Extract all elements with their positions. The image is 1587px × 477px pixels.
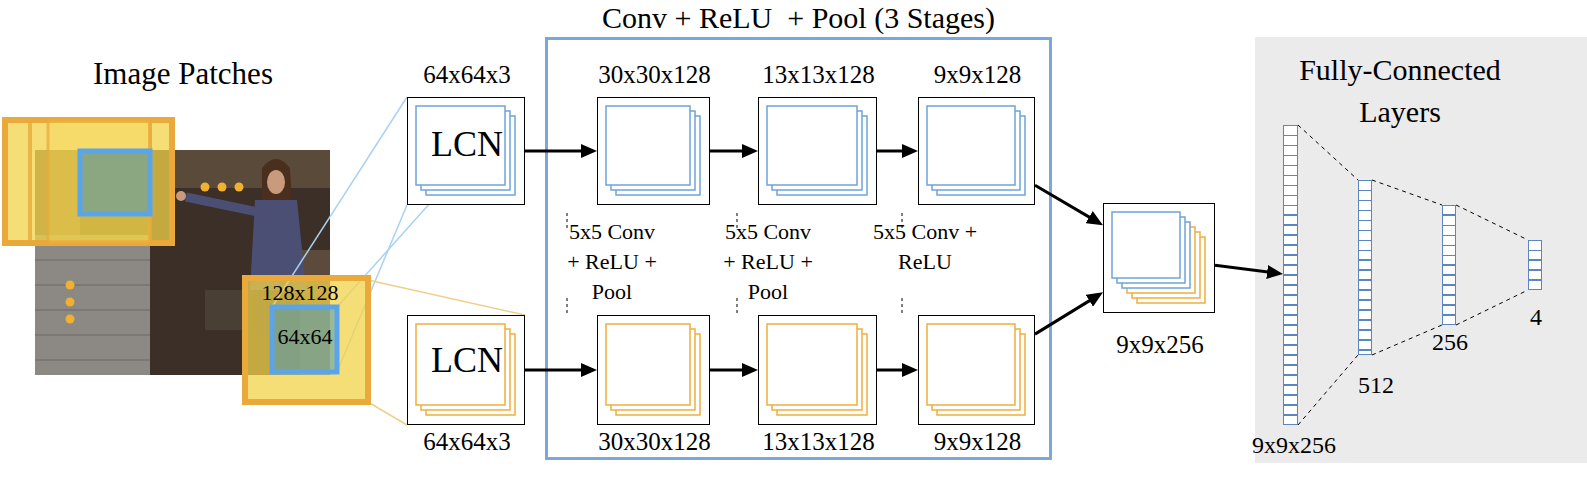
fc-connection: [1298, 125, 1358, 425]
cabinet: [170, 150, 330, 188]
flow-arrow: [525, 150, 587, 153]
fc-layer: 4: [1528, 240, 1542, 290]
feature-map: [927, 106, 1015, 185]
lcn-box: 64x64x3LCN: [407, 97, 525, 205]
feature-maps: [598, 316, 708, 423]
merged-feature-box: 9x9x256: [1103, 203, 1215, 313]
dot: [66, 315, 75, 324]
lcn-box: LCN64x64x3: [407, 315, 525, 425]
feature-map-box: 9x9x128: [918, 97, 1035, 205]
large-patch: [5, 120, 172, 243]
flow-arrow: [710, 150, 748, 153]
flow-arrow: [877, 369, 908, 372]
patch-overlays: [5, 120, 368, 402]
annotation-label: Image Patches: [83, 56, 283, 92]
feature-map-box: 30x30x128: [597, 315, 710, 425]
annotation-label: 5x5 Conv + ReLU: [869, 217, 981, 277]
brick-wall: [35, 235, 150, 375]
arm: [186, 197, 258, 212]
tick-line: [567, 213, 568, 229]
leader-line: [368, 280, 525, 315]
node-label: Conv + ReLU + Pool (3 Stages): [545, 0, 1052, 36]
hair: [262, 159, 292, 205]
node-label: 9x9x256: [1234, 431, 1354, 460]
feature-maps: [759, 98, 875, 203]
feature-map: [767, 324, 857, 405]
feature-maps: [598, 98, 708, 203]
flow-arrow: [1035, 185, 1094, 220]
feature-maps: [759, 316, 875, 423]
feature-map-box: 30x30x128: [597, 97, 710, 205]
ellipsis-dots: [66, 183, 244, 324]
node-label: 9x9x128: [889, 60, 1066, 90]
node-label: 64x64x3: [378, 60, 556, 90]
brick-lines: [35, 260, 150, 360]
leader-line: [368, 402, 407, 425]
fc-band: 9x9x256 512 256 4 Fully-Connected Layers: [1255, 37, 1587, 463]
feature-map: [1112, 212, 1180, 278]
feature-map: [606, 324, 690, 405]
node-label: LCN: [408, 339, 526, 382]
node-label: 512: [1346, 371, 1406, 400]
hand: [176, 191, 186, 201]
feature-map: [927, 324, 1015, 405]
flow-arrow: [877, 150, 908, 153]
face: [267, 170, 285, 194]
feature-map-box: 13x13x128: [758, 97, 877, 205]
tick-line: [902, 298, 903, 314]
node-label: 64x64x3: [378, 427, 556, 457]
node-label: LCN: [408, 123, 526, 166]
node-label: 9x9x128: [889, 427, 1066, 457]
dot: [235, 183, 244, 192]
node-label: 4: [1506, 303, 1566, 332]
node-label: 256: [1420, 328, 1480, 357]
fc-layer: 9x9x256: [1283, 125, 1298, 425]
flow-arrow: [525, 369, 587, 372]
node-label: Fully-Connected Layers: [1275, 49, 1525, 133]
node-label: 30x30x128: [568, 60, 741, 90]
node-label: 13x13x128: [729, 427, 908, 457]
tick-line: [737, 298, 738, 314]
node-label: 13x13x128: [729, 60, 908, 90]
fc-layer: 512: [1358, 180, 1372, 355]
annotation-label: 5x5 Conv + ReLU + Pool: [720, 217, 816, 307]
feature-map: [767, 106, 857, 185]
large-patch: [30, 120, 150, 243]
feature-maps: [919, 316, 1033, 423]
stove: [205, 290, 245, 330]
annotation-label: 5x5 Conv + ReLU + Pool: [564, 217, 660, 307]
large-patch: [245, 278, 368, 402]
node-label: 9x9x256: [1074, 330, 1246, 360]
feature-maps: [919, 98, 1033, 203]
flow-arrow: [1215, 265, 1273, 273]
node-label: 30x30x128: [568, 427, 741, 457]
feature-map-box: 13x13x128: [758, 315, 877, 425]
dot: [218, 183, 227, 192]
stage-group: 30x30x12813x13x1289x9x12830x30x12813x13x…: [545, 37, 1052, 460]
dot: [66, 281, 75, 290]
dot: [201, 183, 210, 192]
large-patch: [48, 120, 150, 243]
feature-map: [606, 106, 690, 185]
annotation-label: 128x128: [250, 280, 350, 306]
feature-map-box: 9x9x128: [918, 315, 1035, 425]
annotation-label: 64x64: [255, 324, 355, 350]
tick-line: [567, 298, 568, 314]
flow-arrow: [710, 369, 748, 372]
fc-connection: [1456, 205, 1528, 325]
feature-maps: [1104, 204, 1213, 311]
fc-layer: 256: [1442, 205, 1456, 325]
dot: [66, 298, 75, 307]
flow-arrow: [1035, 298, 1094, 335]
small-patch: [80, 151, 150, 214]
fc-connection: [1372, 180, 1442, 355]
